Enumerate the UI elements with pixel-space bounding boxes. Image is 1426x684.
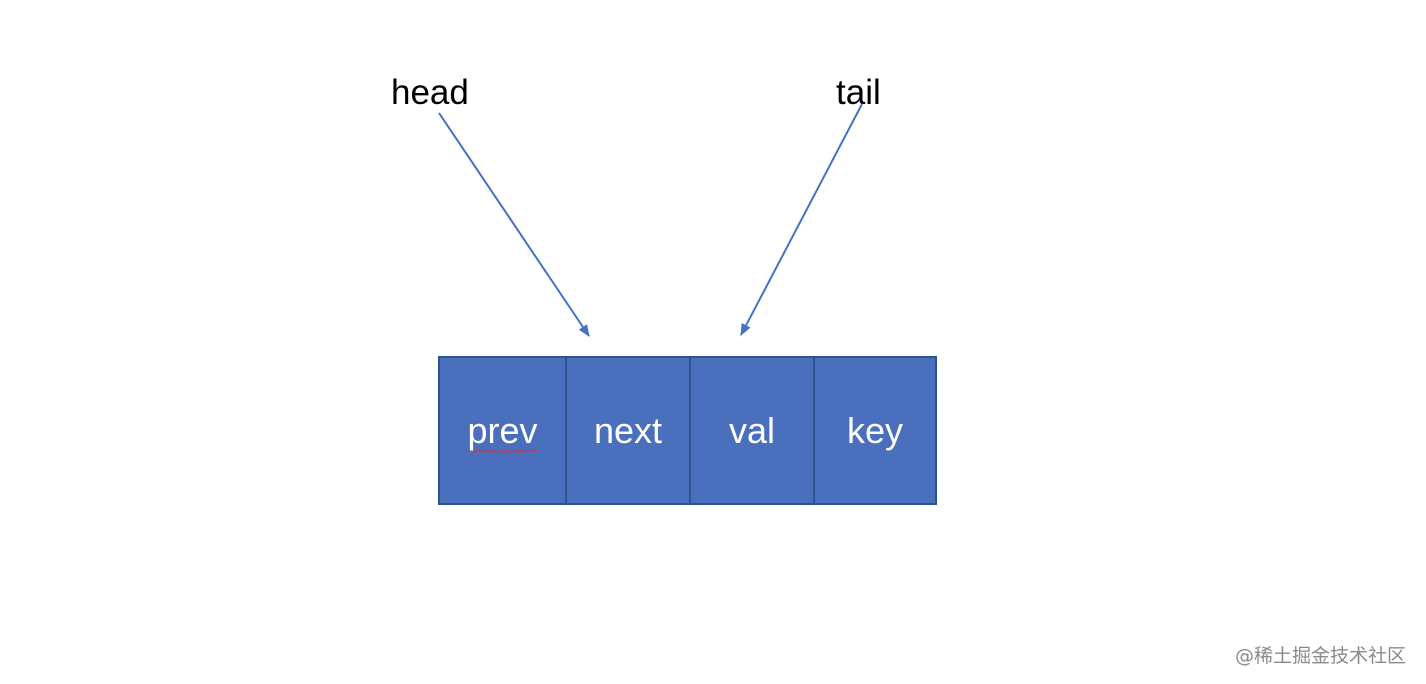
field-label-val: val	[728, 409, 776, 451]
tail-label: tail	[836, 73, 881, 112]
node-field-val: val	[691, 358, 815, 503]
watermark: @稀土掘金技术社区	[1234, 645, 1406, 667]
node-field-next: next	[567, 358, 691, 503]
head-arrow	[438, 112, 590, 337]
field-label-prev: prev	[467, 409, 538, 451]
tail-arrow	[740, 103, 863, 336]
head-label: head	[391, 73, 469, 112]
node-field-prev: prev	[440, 358, 567, 503]
list-node: prev next val key	[438, 356, 937, 505]
field-label-key: key	[846, 409, 904, 451]
field-label-next: next	[593, 409, 663, 451]
node-field-key: key	[815, 358, 935, 503]
